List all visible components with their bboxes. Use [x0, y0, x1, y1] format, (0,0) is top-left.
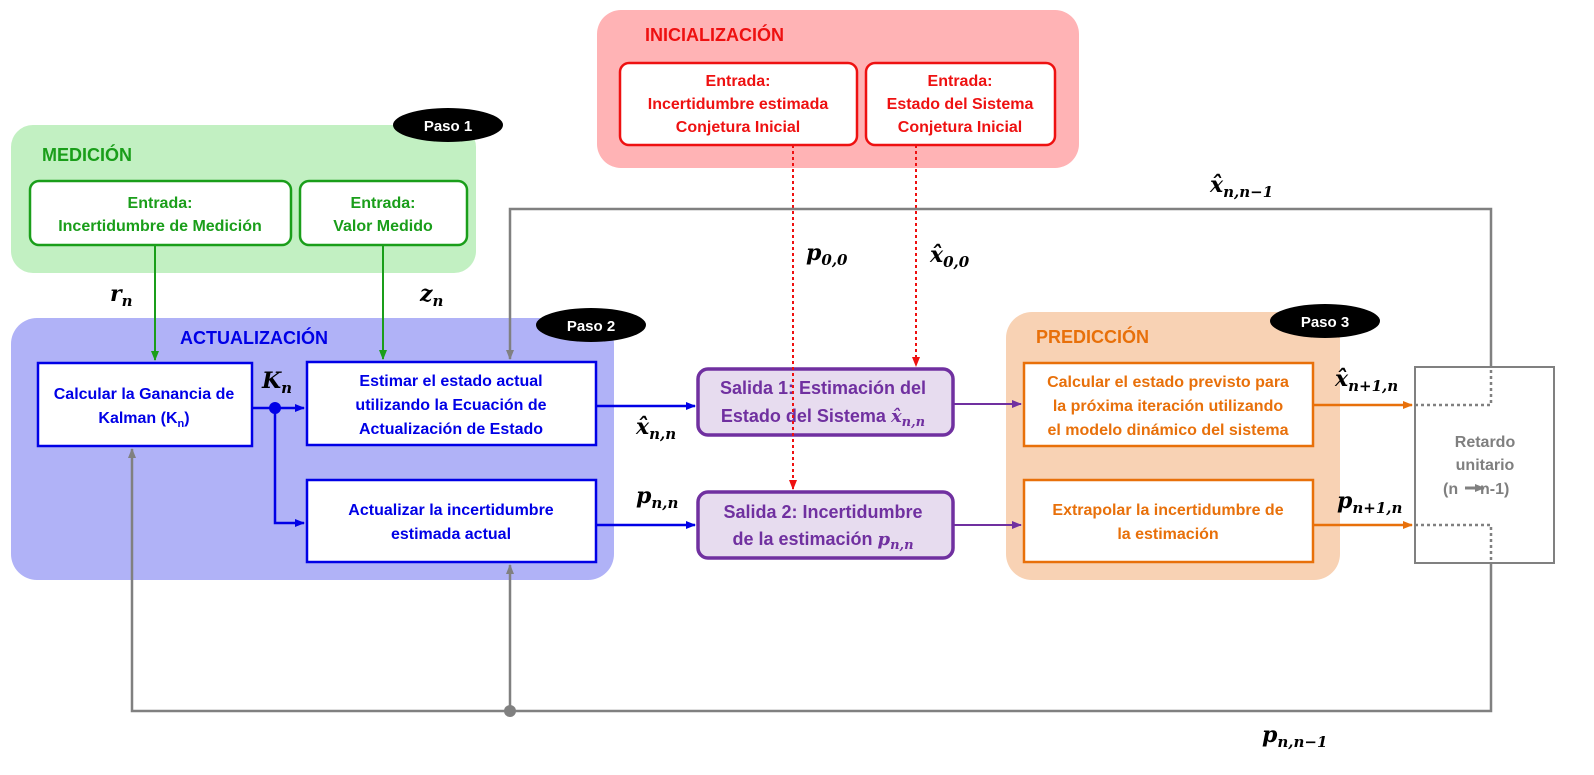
box-ini-estado — [864, 61, 1057, 147]
label-xnn1: x̂n,n−1 — [1209, 172, 1273, 201]
box-med-valor-line1: Entrada: — [351, 195, 416, 212]
box-salida2-line1: Salida 2: Incertidumbre — [723, 502, 922, 522]
label-xn1n: x̂n+1,n — [1334, 366, 1398, 395]
box-med-incertidumbre-line2: Incertidumbre de Medición — [58, 218, 262, 235]
box-salida1-line2: Estado del Sistema x̂n,n — [721, 406, 925, 430]
region-title-actualizacion: ACTUALIZACIÓN — [180, 327, 328, 348]
box-ini-estado-line2: Estado del Sistema — [887, 96, 1034, 113]
box-med-incertidumbre-line1: Entrada: — [128, 195, 193, 212]
box-kalman-gain-line1: Calcular la Ganancia de — [54, 386, 235, 403]
box-retardo-line3-left: (n — [1443, 481, 1458, 498]
label-kn: Kn — [261, 368, 292, 397]
box-pred-incertidumbre — [1022, 478, 1315, 564]
box-estimar-estado-line3: Actualización de Estado — [359, 421, 543, 438]
box-pred-estado — [1022, 361, 1315, 448]
box-ini-incertidumbre — [618, 61, 859, 147]
badge-paso1-label: Paso 1 — [424, 118, 472, 135]
badge-paso2-label: Paso 2 — [567, 318, 615, 335]
label-zn: zn — [419, 281, 443, 310]
box-pred-estado-line3: el modelo dinámico del sistema — [1048, 422, 1289, 439]
line-kn-down — [273, 408, 305, 527]
badge-paso3-label: Paso 3 — [1301, 314, 1349, 331]
box-ini-estado-line1: Entrada: — [928, 73, 993, 90]
feedback-x-loop — [506, 207, 1493, 367]
label-xnn: x̂n,n — [635, 414, 676, 443]
box-ini-incertidumbre-line1: Entrada: — [706, 73, 771, 90]
box-actualizar-incertidumbre — [305, 478, 598, 564]
box-retardo-line3-right: n-1) — [1480, 481, 1509, 498]
box-retardo-line1: Retardo — [1455, 434, 1516, 451]
box-med-valor — [298, 179, 469, 247]
box-ini-incertidumbre-line2: Incertidumbre estimada — [648, 96, 829, 113]
box-med-valor-line2: Valor Medido — [333, 218, 433, 235]
box-salida1 — [696, 367, 955, 437]
box-pred-incertidumbre-line1: Extrapolar la incertidumbre de — [1052, 502, 1283, 519]
badge-paso2: Paso 2 — [536, 308, 646, 342]
label-rn: rn — [110, 281, 133, 310]
label-pnn: pn,n — [636, 483, 678, 512]
region-title-inicializacion: INICIALIZACIÓN — [645, 24, 784, 45]
junction-p — [504, 705, 516, 717]
box-salida1-line1: Salida 1: Estimación del — [720, 378, 926, 398]
label-pnn1: pn,n−1 — [1262, 722, 1327, 751]
box-kalman-gain-line2: Kalman (Kn) — [98, 410, 189, 430]
badge-paso1: Paso 1 — [393, 108, 503, 142]
box-ini-estado-line3: Conjetura Inicial — [898, 119, 1022, 136]
retardo-inner-bottom — [1415, 523, 1493, 563]
box-kalman-gain — [36, 361, 254, 448]
box-ini-incertidumbre-line3: Conjetura Inicial — [676, 119, 800, 136]
box-med-incertidumbre — [28, 179, 293, 247]
region-title-prediccion: PREDICCIÓN — [1036, 326, 1149, 347]
box-pred-estado-line1: Calcular el estado previsto para — [1047, 374, 1289, 391]
feedback-p-loop — [128, 448, 1493, 713]
box-actualizar-incertidumbre-line1: Actualizar la incertidumbre — [348, 502, 553, 519]
box-pred-incertidumbre-line2: la estimación — [1117, 526, 1218, 543]
region-title-medicion: MEDICIÓN — [42, 144, 132, 165]
box-estimar-estado — [305, 360, 598, 447]
badge-paso3: Paso 3 — [1270, 304, 1380, 338]
box-actualizar-incertidumbre-line2: estimada actual — [391, 526, 511, 543]
box-retardo — [1414, 366, 1555, 564]
label-p00: p0,0 — [806, 240, 848, 269]
label-pn1n: pn+1,n — [1337, 488, 1402, 517]
box-salida2-line2: de la estimación pn,n — [732, 529, 913, 553]
box-estimar-estado-line1: Estimar el estado actual — [359, 373, 542, 390]
label-x00: x̂0,0 — [929, 242, 970, 271]
box-estimar-estado-line2: utilizando la Ecuación de — [355, 397, 546, 414]
box-retardo-line2: unitario — [1456, 457, 1515, 474]
box-pred-estado-line2: la próxima iteración utilizando — [1053, 398, 1283, 415]
retardo-inner-top — [1415, 367, 1493, 407]
